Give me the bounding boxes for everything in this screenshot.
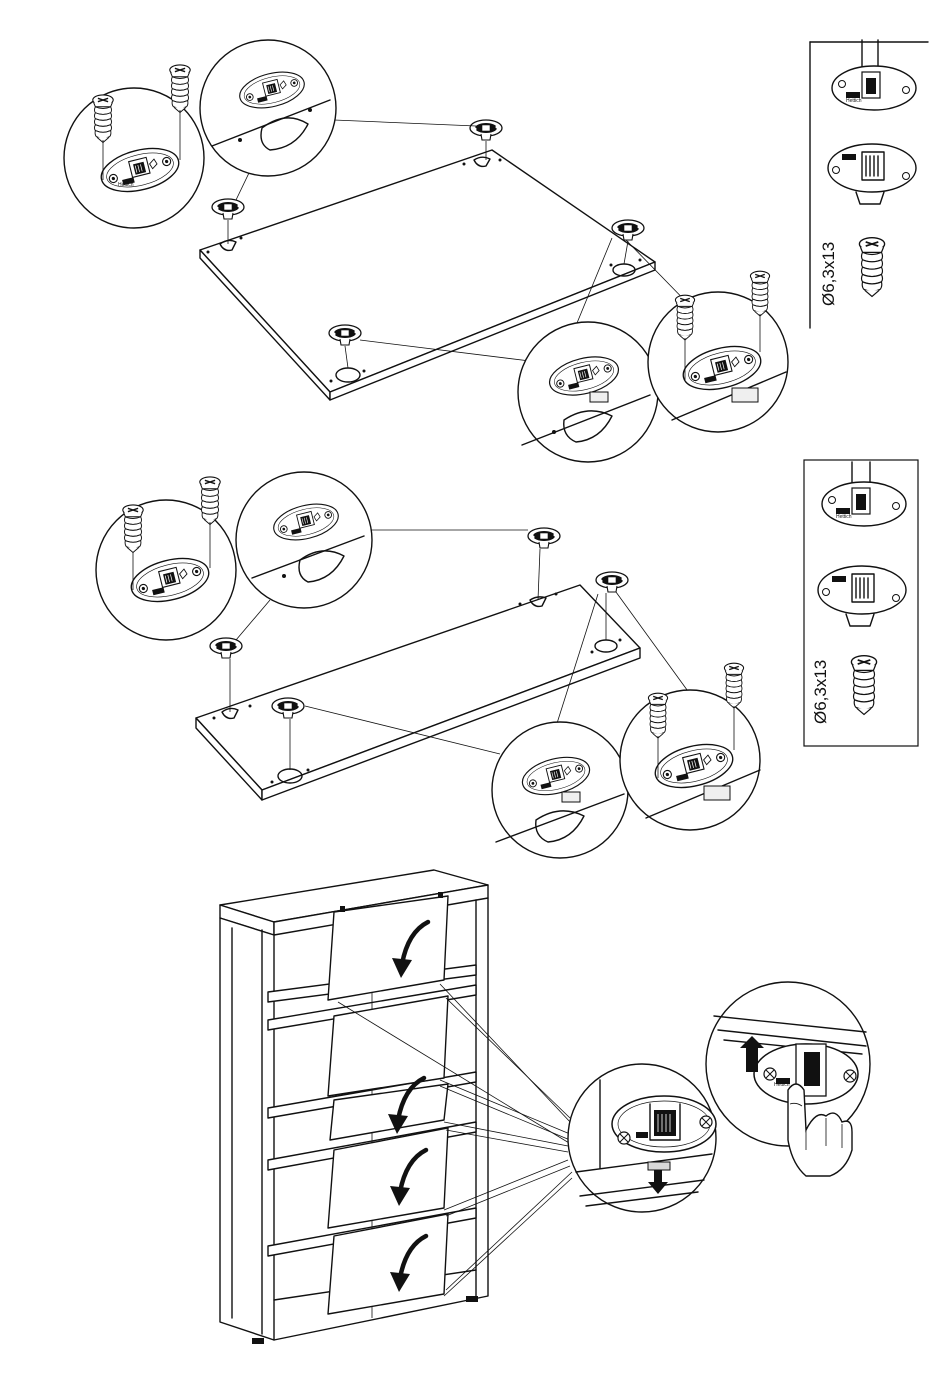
callout-bottom-hole-right xyxy=(492,722,628,858)
fitting-brand-label: Hettich xyxy=(846,98,862,104)
fitting-bottom-left xyxy=(210,638,242,658)
callout-top-screws-left xyxy=(64,65,204,228)
fitting-brand-label: Hettich xyxy=(774,1082,790,1088)
callout-top-screws-right xyxy=(648,271,788,432)
screw-size-label-2: Ø6,3x13 xyxy=(811,660,830,724)
fitting-brand-label: Hettich xyxy=(118,182,134,188)
callout-bottom-screws-right xyxy=(620,663,760,830)
callout-bottom-hole-left xyxy=(236,472,372,608)
callout-hinge-release xyxy=(568,1064,716,1212)
parts-panel-1: Ø6,3x13 xyxy=(810,40,928,328)
callout-top-hole-right xyxy=(518,322,658,462)
step-top-panel-fittings: Ø6,3x13 xyxy=(64,40,928,462)
flap-door-4 xyxy=(328,1128,448,1228)
callout-hinge-press xyxy=(706,982,870,1176)
callout-top-hole-left xyxy=(200,40,336,176)
fitting-bottom-right xyxy=(596,572,628,592)
step-bottom-panel-fittings: Ø6,3x13 xyxy=(96,460,918,858)
callout-bottom-screws-left xyxy=(96,477,236,640)
step-mount-flap-doors xyxy=(220,870,870,1344)
parts-panel-2: Ø6,3x13 xyxy=(804,460,918,746)
fitting-top-rear xyxy=(470,120,502,140)
fitting-bottom-rear xyxy=(528,528,560,548)
fitting-top-left xyxy=(212,199,244,219)
flap-door-5 xyxy=(328,1214,448,1314)
screw-size-label-1: Ø6,3x13 xyxy=(819,242,838,306)
fitting-brand-label: Hettich xyxy=(836,514,852,520)
